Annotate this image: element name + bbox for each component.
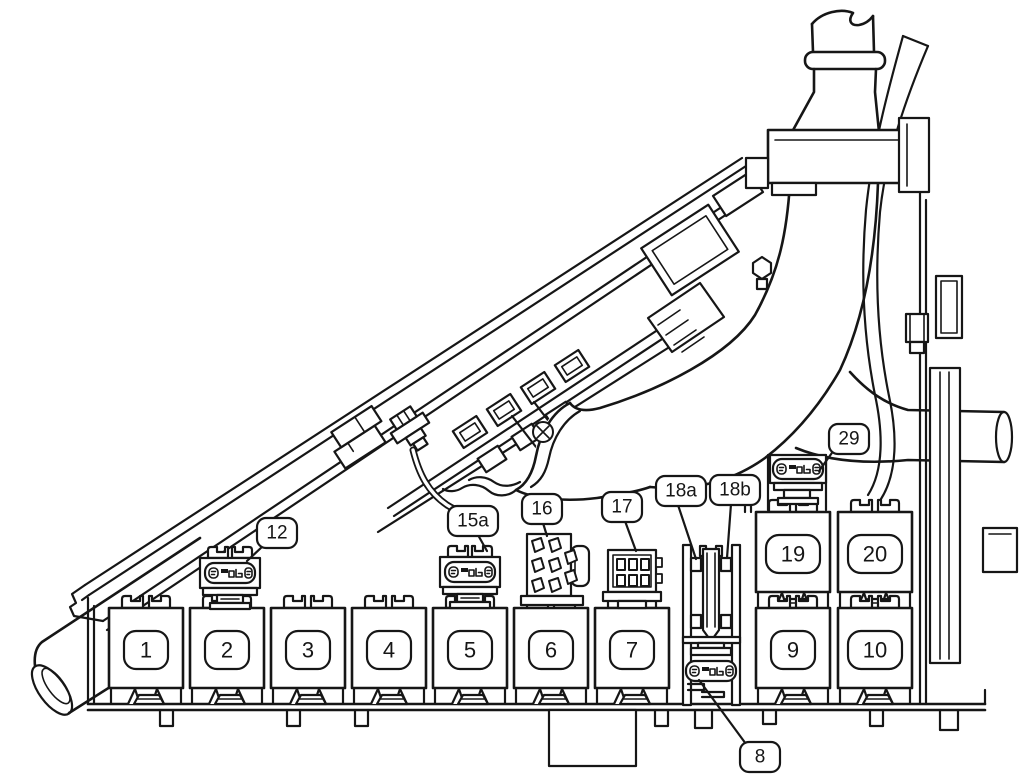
connector-17	[601, 548, 663, 610]
callout-label: 18b	[719, 480, 751, 501]
clamp-strip	[928, 366, 962, 665]
hex-bolt-icon	[751, 255, 773, 281]
callout-label: 17	[611, 497, 632, 518]
relay-9: 9	[754, 594, 832, 706]
callout-12: 12	[245, 516, 299, 563]
relay-10: 10	[836, 594, 914, 706]
callout-label: 12	[266, 523, 287, 544]
callout-18a: 18a	[654, 474, 708, 561]
callout-16: 16	[520, 492, 564, 538]
callout-17: 17	[600, 490, 644, 553]
callout-label: 15a	[457, 511, 489, 532]
relay-7: 7	[593, 594, 671, 706]
relay-number: 2	[221, 638, 233, 663]
relay-3: 3	[269, 594, 347, 706]
relay-20: 20	[836, 498, 914, 610]
terminal-strip-18	[681, 478, 753, 707]
edge-bolt-icon	[904, 312, 930, 355]
callout-29: 29	[817, 422, 871, 473]
edge-plate	[897, 116, 931, 194]
edge-mount	[981, 526, 1019, 574]
relay-1: 1	[107, 594, 185, 706]
connector-16	[519, 532, 591, 607]
callout-8: 8	[697, 678, 782, 774]
relay-number: 19	[781, 542, 805, 567]
relay-number: 9	[787, 638, 799, 663]
relay-number: 20	[863, 542, 887, 567]
callouts: 12 15a 16 17 18a 18b	[245, 422, 871, 774]
relay-number: 10	[863, 638, 887, 663]
harness-bracket	[640, 203, 740, 297]
relay-number: 1	[140, 638, 152, 663]
ribbed-block	[646, 281, 726, 354]
connectors	[200, 421, 828, 707]
pin-18b	[719, 556, 733, 573]
relay-4: 4	[350, 594, 428, 706]
connector-8	[684, 659, 738, 683]
relay-2: 2	[188, 594, 266, 706]
hose-clamp-bracket	[744, 128, 922, 197]
leader-line-8	[697, 678, 748, 746]
center-mount-tab	[547, 708, 638, 768]
hose-mouth-rim	[514, 401, 572, 492]
relay-number: 6	[545, 638, 557, 663]
relay-6: 6	[512, 594, 590, 706]
leader-line-29	[817, 448, 836, 473]
leader-line-16	[541, 521, 549, 538]
leader-line-18b	[725, 502, 733, 560]
callout-label: 8	[755, 747, 766, 768]
relay-5: 5	[431, 594, 509, 706]
relay-number: 3	[302, 638, 314, 663]
callout-18b: 18b	[708, 473, 762, 560]
relay-number: 4	[383, 638, 395, 663]
screw-icon	[532, 421, 554, 443]
callout-15a: 15a	[446, 504, 500, 553]
pipe-stub-end	[994, 410, 1014, 464]
callout-label: 18a	[665, 481, 697, 502]
panel-right-edge	[897, 116, 1019, 706]
relay-row: 1 2 3 4 5 6 7	[107, 498, 914, 706]
edge-bracket	[934, 274, 964, 340]
leader-line-12	[245, 544, 265, 563]
hose-collar	[803, 50, 887, 71]
relay-number: 5	[464, 638, 476, 663]
leader-line-17	[623, 519, 638, 553]
blade-terminal	[701, 547, 721, 643]
relay-19: 19	[754, 498, 832, 610]
leader-line-15a	[476, 533, 489, 553]
callout-label: 16	[531, 499, 552, 520]
harness-block-left	[330, 404, 387, 470]
relay-number: 7	[626, 638, 638, 663]
leader-line-18a	[676, 503, 698, 561]
connector-29	[766, 453, 828, 512]
bolt-icon	[389, 405, 431, 452]
callout-label: 29	[838, 429, 859, 450]
